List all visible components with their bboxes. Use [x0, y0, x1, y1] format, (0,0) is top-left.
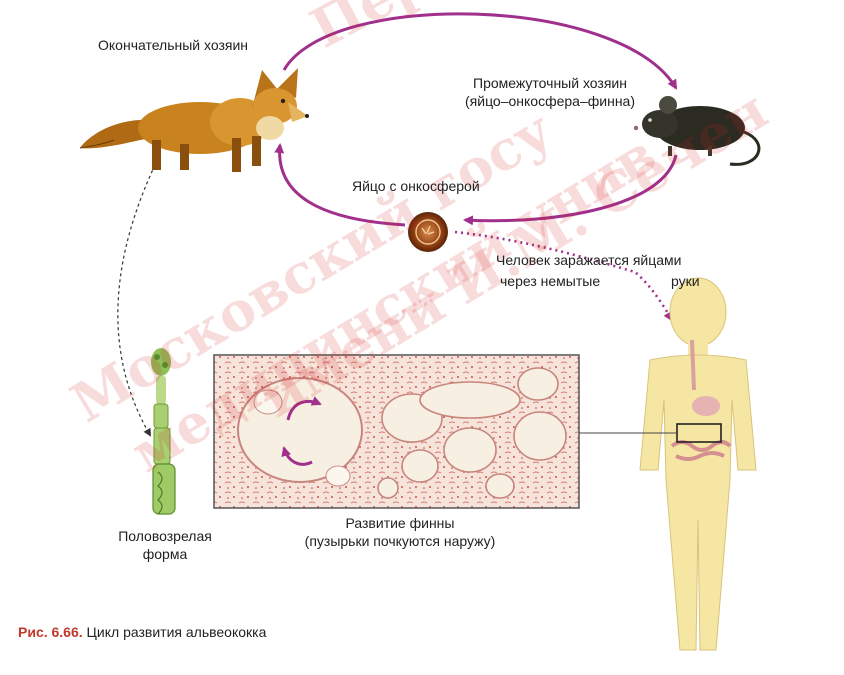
intermediate-host-line-2: (яйцо–онкосфера–финна)	[440, 92, 660, 110]
fox-illustration	[80, 68, 309, 172]
intermediate-host-line-1: Промежуточный хозяин	[440, 74, 660, 92]
figure-caption-text: Цикл развития альвеококка	[87, 624, 267, 640]
fox-to-adult-arrow	[118, 165, 155, 435]
intermediate-host-label: Промежуточный хозяин (яйцо–онкосфера–фин…	[440, 74, 660, 110]
figure-number: Рис. 6.66.	[18, 624, 83, 640]
finna-line-2: (пузырьки почкуются наружу)	[280, 532, 520, 550]
egg-illustration	[408, 212, 448, 252]
human-infection-line-1: Человек заражается яйцами	[496, 251, 681, 269]
finna-line-1: Развитие финны	[280, 514, 520, 532]
adult-form-line-1: Половозрелая	[100, 527, 230, 545]
finna-label: Развитие финны (пузырьки почкуются наруж…	[280, 514, 520, 550]
cycle-arrow-mouse-to-egg	[465, 155, 676, 221]
human-illustration	[640, 278, 756, 650]
egg-label: Яйцо с онкосферой	[352, 177, 480, 195]
human-infection-line-2a: через немытые	[500, 272, 600, 290]
adult-form-label: Половозрелая форма	[100, 527, 230, 563]
adult-worm-illustration	[151, 348, 175, 514]
final-host-label: Окончательный хозяин	[98, 36, 248, 54]
figure-caption: Рис. 6.66. Цикл развития альвеококка	[18, 624, 266, 640]
finna-tissue-panel	[214, 355, 579, 508]
human-infection-line-2b: руки	[671, 272, 700, 290]
adult-form-line-2: форма	[100, 545, 230, 563]
